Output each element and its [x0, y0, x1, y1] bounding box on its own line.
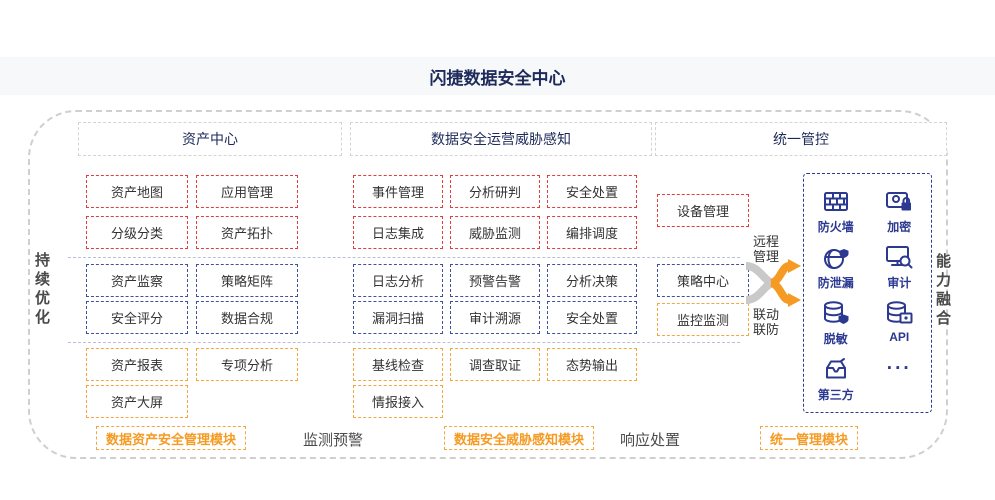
header-unified-control: 统一管控	[655, 122, 947, 156]
crossing-arrows-icon	[745, 259, 801, 307]
device-label: 防泄漏	[817, 276, 854, 290]
module-box: 日志集成	[353, 216, 443, 249]
module-box: 安全处置	[547, 175, 637, 208]
device-label: API	[889, 330, 910, 344]
module-box: 策略中心	[657, 264, 749, 297]
remote-management-label: 远程管理	[752, 234, 779, 265]
module-box: 专项分析	[196, 348, 298, 381]
device-label: 第三方	[817, 388, 854, 402]
module-box: 数据合规	[196, 301, 298, 334]
flow-label-response: 响应处置	[620, 432, 681, 449]
module-box: 调查取证	[450, 348, 540, 381]
page-title: 闪捷数据安全中心	[0, 57, 995, 95]
more-icon: ···	[886, 358, 912, 379]
third-party-icon	[825, 358, 846, 379]
module-box: 资产报表	[86, 348, 188, 381]
left-axis-label: 持续优化	[33, 252, 50, 328]
module-box: 分析研判	[450, 175, 540, 208]
module-box: 资产拓扑	[196, 216, 298, 249]
device-third-party: 第三方	[804, 354, 868, 410]
device-more: ···	[868, 354, 932, 410]
module-box: 日志分析	[353, 264, 443, 297]
module-box: 安全处置	[547, 301, 637, 334]
module-box: 资产监察	[86, 264, 188, 297]
module-box: 应用管理	[196, 175, 298, 208]
device-label: 防火墙	[817, 220, 854, 234]
module-label-threat: 数据安全威胁感知模块	[444, 426, 595, 450]
module-box: 监控监测	[657, 303, 749, 336]
section-divider-top	[68, 257, 740, 258]
module-box: 事件管理	[353, 175, 443, 208]
header-security-operations: 数据安全运营威胁感知	[350, 122, 652, 156]
module-box: 态势输出	[547, 348, 637, 381]
module-box: 设备管理	[657, 194, 749, 227]
device-audit: 审计	[868, 242, 932, 298]
module-box: 策略矩阵	[196, 264, 298, 297]
encryption-icon	[886, 192, 912, 211]
device-label: 加密	[887, 220, 912, 234]
module-box: 资产地图	[86, 175, 188, 208]
module-box: 威胁监测	[450, 216, 540, 249]
device-label: 审计	[887, 276, 912, 290]
module-box: 分级分类	[86, 216, 188, 249]
section-divider-bottom	[68, 342, 740, 343]
device-leak-prevention: 防泄漏	[804, 242, 868, 298]
diagram-outer-frame	[28, 110, 948, 459]
firewall-icon	[823, 192, 848, 211]
flow-label-monitoring: 监测预警	[303, 432, 364, 449]
header-asset-center: 资产中心	[78, 122, 342, 156]
data-masking-icon	[823, 301, 849, 324]
module-label-asset: 数据资产安全管理模块	[96, 426, 247, 450]
device-data-masking: 脱敏	[804, 298, 868, 354]
api-icon	[887, 301, 913, 324]
module-box: 分析决策	[547, 264, 637, 297]
right-axis-label: 能力融合	[934, 253, 951, 329]
capability-panel: 防火墙 加密 防泄漏	[803, 173, 932, 413]
module-box: 预警告警	[450, 264, 540, 297]
module-box: 审计溯源	[450, 301, 540, 334]
audit-icon	[886, 246, 913, 269]
module-box: 编排调度	[547, 216, 637, 249]
module-box: 漏洞扫描	[353, 301, 443, 334]
device-firewall: 防火墙	[804, 186, 868, 242]
module-box: 情报接入	[353, 385, 443, 418]
device-encryption: 加密	[868, 186, 932, 242]
linkage-defense-label: 联动联防	[752, 307, 779, 338]
module-label-unified: 统一管理模块	[760, 426, 859, 450]
leak-prevention-icon	[823, 249, 849, 269]
module-box: 安全评分	[86, 301, 188, 334]
device-label: 脱敏	[823, 332, 848, 346]
module-box: 基线检查	[353, 348, 443, 381]
module-box: 资产大屏	[86, 385, 188, 418]
device-api: API	[868, 298, 932, 354]
